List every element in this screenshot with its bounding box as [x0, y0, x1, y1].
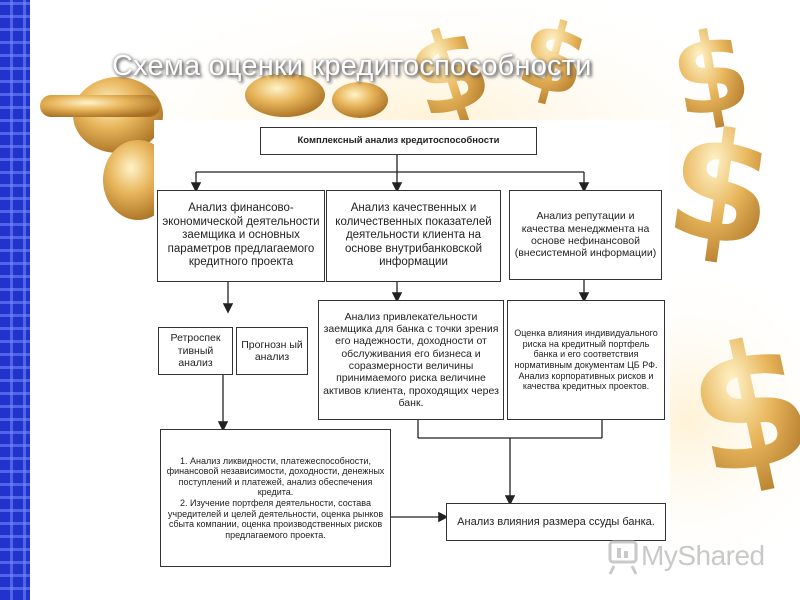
risk-impact-label: Оценка влияния индивидуального риска на …: [514, 328, 658, 392]
qualitative-analysis-label: Анализ качественных и количественных пок…: [335, 202, 492, 269]
watermark-logo-icon: [608, 540, 638, 575]
slide-title: Схема оценки кредитоспособности: [112, 50, 592, 82]
financial-analysis-box: Анализ финансово-экономической деятельно…: [157, 190, 325, 282]
root-label: Комплексный анализ кредитоспособности: [297, 135, 500, 147]
risk-impact-box: Оценка влияния индивидуального риска на …: [507, 300, 665, 420]
side-strip: [0, 0, 30, 600]
retro-analysis-label: Ретроспек тивный анализ: [170, 332, 221, 370]
svg-text:$: $: [657, 96, 785, 283]
loan-size-box: Анализ влияния размера ссуды банка.: [446, 503, 666, 541]
reputation-analysis-box: Анализ репутации и качества менеджмента …: [509, 190, 662, 280]
reputation-analysis-label: Анализ репутации и качества менеджмента …: [514, 210, 657, 260]
loan-size-label: Анализ влияния размера ссуды банка.: [457, 515, 655, 528]
attractiveness-box: Анализ привлекательности заемщика для ба…: [318, 300, 504, 420]
watermark-text: MyShared: [641, 540, 765, 571]
detailed-analysis-box: 1. Анализ ликвидности, платежеспособност…: [160, 429, 391, 567]
attractiveness-label: Анализ привлекательности заемщика для ба…: [323, 310, 499, 410]
detailed-analysis-label: 1. Анализ ликвидности, платежеспособност…: [166, 455, 385, 540]
financial-analysis-label: Анализ финансово-экономической деятельно…: [162, 202, 320, 269]
retro-analysis-box: Ретроспек тивный анализ: [158, 327, 233, 375]
forecast-analysis-label: Прогнозн ый анализ: [241, 338, 303, 363]
forecast-analysis-box: Прогнозн ый анализ: [236, 327, 308, 375]
qualitative-analysis-box: Анализ качественных и количественных пок…: [326, 190, 501, 282]
root-box: Комплексный анализ кредитоспособности: [260, 127, 537, 155]
